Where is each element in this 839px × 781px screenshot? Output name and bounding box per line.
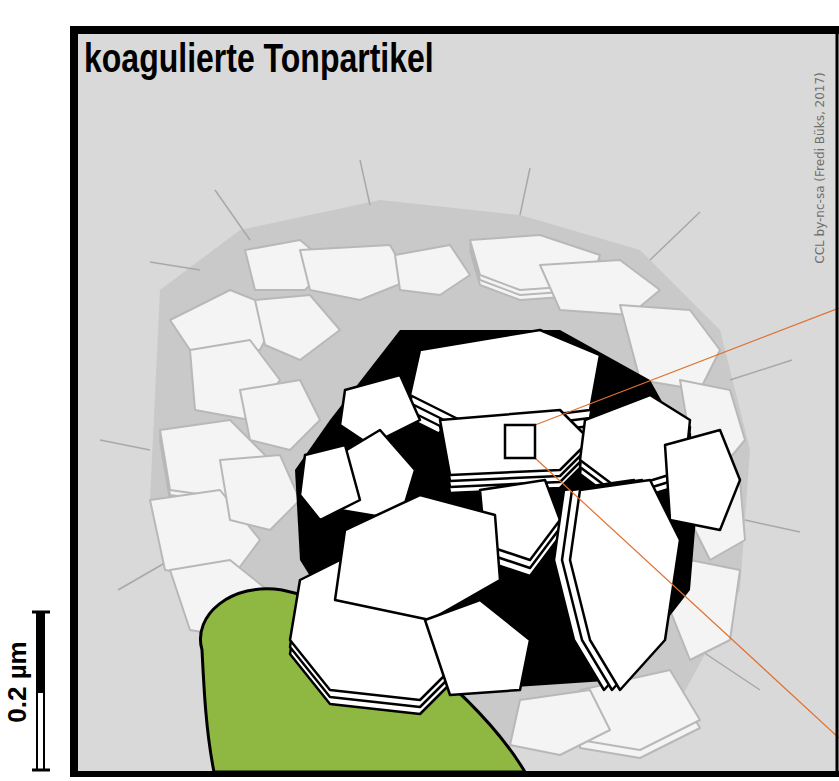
clay-plates xyxy=(290,330,740,714)
frame-ground xyxy=(76,32,839,774)
license-note: CCL by-nc-sa (Fredi Büks, 2017) xyxy=(814,72,826,263)
zoom-line xyxy=(535,308,839,425)
frame-border xyxy=(70,26,839,777)
zoom-line xyxy=(535,458,839,738)
zoom-box xyxy=(505,425,535,458)
scale-bar xyxy=(32,612,50,770)
scale-label: 0.2 µm xyxy=(4,641,30,722)
diagram-title: koagulierte Tonpartikel xyxy=(84,38,434,78)
